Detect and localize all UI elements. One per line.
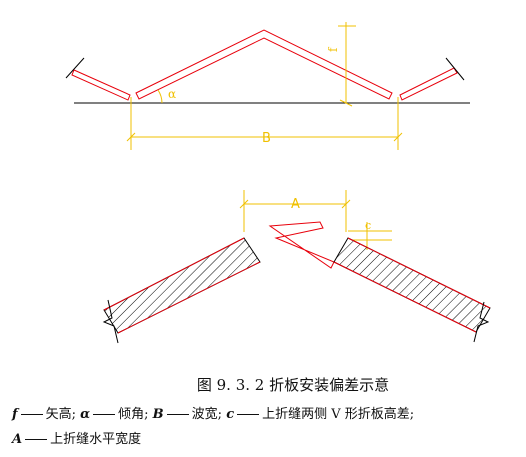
left-plate-top-edge [103, 237, 245, 311]
b-left-tick [126, 132, 136, 142]
right-short-plate [399, 67, 458, 101]
legend-line-1: f 矢高; α 倾角; B 波宽; c 上折缝两侧 V 形折板高差; [12, 403, 414, 422]
a-label: A [291, 197, 300, 212]
legend-sym: f [12, 407, 18, 422]
top-figure: α f B [65, 22, 470, 150]
alpha-label: α [168, 87, 176, 101]
right-break-mark [445, 57, 465, 81]
b-right-tick [393, 132, 403, 142]
right-hatched-plate [333, 237, 491, 333]
main-v-plate [135, 29, 393, 100]
legend-desc: 倾角; [118, 407, 149, 422]
legend-desc: 上折缝水平宽度 [50, 432, 142, 447]
left-plate-bottom-edge [117, 261, 261, 334]
folded-plate-diagram: α f B A c [65, 22, 491, 344]
upper-fold-plate [268, 221, 335, 269]
left-break-mark [65, 57, 85, 79]
legend-sym: c [226, 407, 235, 422]
alpha-arc [157, 89, 163, 104]
c-label: c [365, 219, 371, 232]
a-left-tick [239, 199, 249, 209]
f-bottom-tick [339, 99, 353, 107]
figure-caption-title: 图 9. 3. 2 折板安装偏差示意 [196, 376, 390, 394]
legend-sym: α [80, 407, 91, 422]
left-hatched-plate [103, 237, 261, 334]
right-plate-bottom-edge [333, 261, 477, 333]
left-break-symbol [102, 299, 119, 344]
legend-desc: 矢高; [45, 407, 76, 422]
legend-sym: A [12, 432, 23, 447]
b-label: B [262, 131, 271, 146]
right-plate-top-edge [347, 237, 491, 309]
legend-line-2: A 上折缝水平宽度 [12, 428, 141, 447]
legend-sym: B [152, 407, 164, 422]
right-break-symbol [473, 301, 490, 343]
legend-desc: 波宽; [191, 407, 223, 422]
f-label: f [326, 46, 340, 52]
left-short-plate [71, 69, 131, 101]
legend-desc: 上折缝两侧 V 形折板高差; [262, 407, 415, 422]
bottom-figure: A c [102, 190, 491, 344]
a-right-tick [341, 199, 351, 209]
